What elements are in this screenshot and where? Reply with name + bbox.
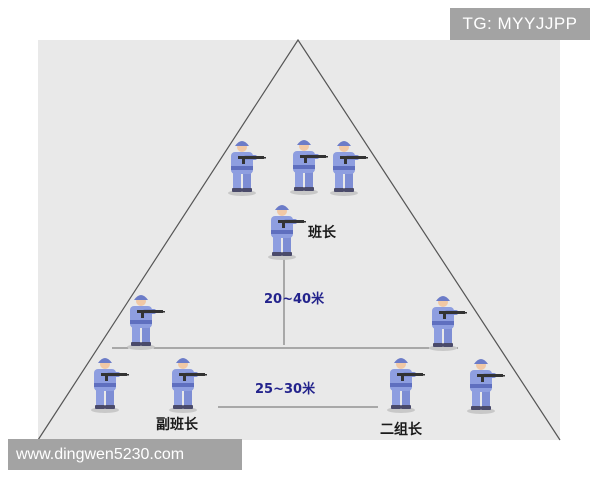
group-two-leader-label: 二组长: [380, 422, 422, 438]
soldier-icon: [127, 295, 165, 350]
group-two-leader-soldier-icon: [387, 358, 425, 413]
squad-leader-soldier-icon: [268, 205, 306, 260]
deputy-squad-leader-label: 副班长: [156, 417, 198, 433]
deputy-leader-soldier-icon: [169, 358, 207, 413]
soldier-icon: [228, 141, 266, 196]
soldier-icon: [290, 140, 328, 195]
soldier-icon: [429, 296, 467, 351]
formation-triangle: [37, 38, 561, 441]
soldier-icon: [330, 141, 368, 196]
soldier-icon: [91, 358, 129, 413]
watermark-website: www.dingwen5230.com: [8, 439, 242, 470]
vertical-distance-label: 20~40米: [264, 292, 325, 307]
squad-leader-label: 班长: [308, 225, 336, 241]
watermark-telegram: TG: MYYJJPP: [450, 8, 590, 40]
soldier-icon: [467, 359, 505, 414]
horizontal-distance-label: 25~30米: [255, 382, 316, 397]
